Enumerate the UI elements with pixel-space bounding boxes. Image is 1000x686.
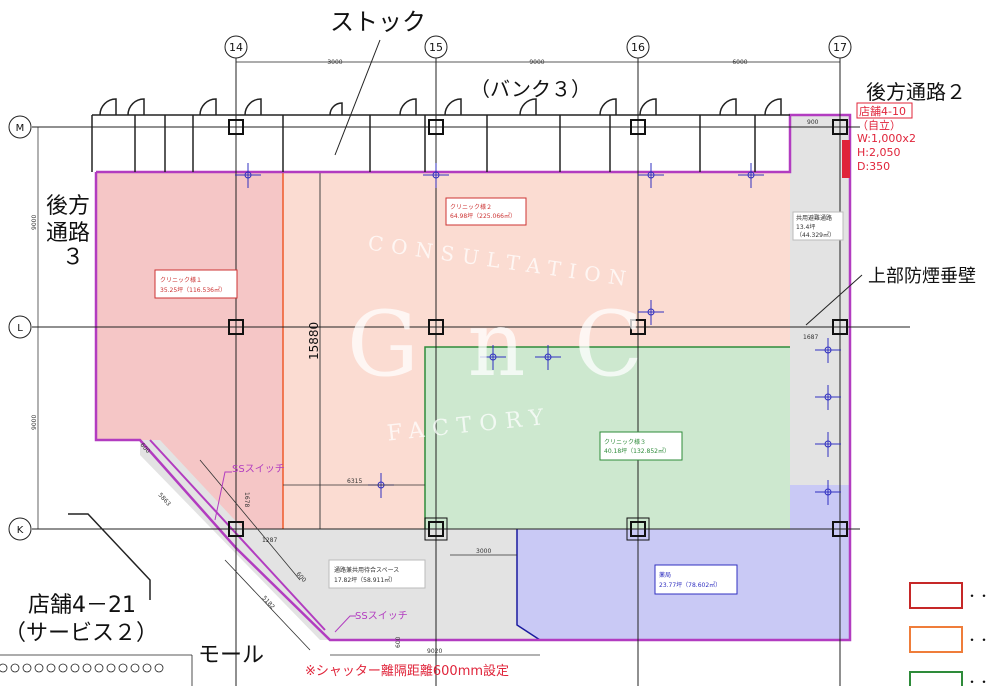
legend-item-red: ・・ (909, 582, 990, 609)
room-label-clinic-1[interactable]: クリニック様１ 35.25坪（116.536㎡） (154, 269, 238, 299)
svg-text:店舗4－21: 店舗4－21 (28, 593, 136, 618)
room-evacuation-passage-area[interactable] (790, 115, 850, 485)
svg-text:（サービス２）: （サービス２） (4, 621, 158, 646)
stock-leader-line (334, 39, 381, 156)
room-clinic-2-area[interactable] (283, 172, 790, 529)
svg-text:通路兼共用待合スペース: 通路兼共用待合スペース (334, 566, 399, 574)
legend-item-orange: ・・ (909, 626, 990, 653)
room-pharmacy-area[interactable] (517, 485, 850, 640)
label-mall: モール (198, 643, 264, 668)
room-label-clinic-2[interactable]: クリニック様２ 64.98坪（225.066㎡） (445, 197, 527, 226)
store-4-10-annotation: 店舗4-10 （自立） W:1,000x2 H:2,050 D:350 (842, 102, 916, 178)
dim-9000-top: 9000 (529, 59, 544, 66)
clinic3-border (424, 346, 790, 529)
svg-text:薬局: 薬局 (659, 571, 671, 579)
room-label-clinic-3[interactable]: クリニック様３ 40.18坪（132.852㎡） (599, 431, 683, 461)
dim-6315: 6315 (347, 478, 362, 485)
svg-text:64.98坪（225.066㎡）: 64.98坪（225.066㎡） (450, 212, 516, 220)
dim-6000-top: 6000 (732, 59, 747, 66)
adjacent-grid-bubbles (0, 513, 193, 686)
svg-text:クリニック様３: クリニック様３ (604, 438, 646, 446)
grid-bubble-K: K (8, 517, 32, 541)
dim-line-5863 (199, 459, 301, 581)
svg-text:・・: ・・ (966, 675, 990, 686)
svg-text:23.77坪（78.602㎡）: 23.77坪（78.602㎡） (659, 581, 721, 589)
svg-text:W:1,000x2: W:1,000x2 (857, 132, 916, 145)
room-label-common-waiting[interactable]: 通路兼共用待合スペース 17.82坪（58.911㎡） (328, 559, 426, 589)
svg-text:17.82坪（58.911㎡）: 17.82坪（58.911㎡） (334, 576, 396, 584)
shutter-note: ※シャッター離隔距離600mm設定 (305, 663, 509, 679)
grid-lines (32, 58, 910, 686)
diagonal-corridor (140, 440, 330, 640)
tenant-outline (94, 113, 852, 642)
dim-1287: 1287 (262, 537, 277, 544)
grid-bubble-L: L (8, 315, 32, 339)
svg-text:３: ３ (62, 245, 84, 270)
svg-text:M: M (16, 123, 25, 134)
svg-text:15: 15 (429, 41, 443, 54)
svg-text:通路: 通路 (46, 221, 90, 246)
ss-switch-label-1: SSスイッチ (214, 463, 285, 521)
label-rear-passage-2: 後方通路２ (866, 80, 966, 104)
dim-left-upper: 9000 (31, 215, 38, 230)
dim-5182: 5182 (261, 595, 277, 611)
dim-left-lower: 9000 (31, 415, 38, 430)
svg-text:G n C: G n C (347, 292, 653, 397)
dim-3000: 3000 (476, 548, 491, 555)
svg-text:13.4坪: 13.4坪 (796, 223, 815, 231)
svg-text:35.25坪（116.536㎡）: 35.25坪（116.536㎡） (160, 286, 226, 294)
dim-600-c: 600 (395, 636, 402, 648)
room-label-evacuation-passage[interactable]: 共用避難通路 13.4坪 （44.329㎡） (792, 211, 844, 241)
svg-text:14: 14 (229, 41, 243, 54)
room-label-pharmacy[interactable]: 薬局 23.77坪（78.602㎡） (654, 564, 738, 595)
svg-text:共用避難通路: 共用避難通路 (796, 214, 832, 222)
svg-text:・・: ・・ (966, 633, 990, 647)
svg-text:SSスイッチ: SSスイッチ (355, 610, 408, 622)
dim-3000-top: 3000 (327, 59, 342, 66)
stock-rooms (91, 98, 790, 172)
dim-5863: 5863 (157, 492, 173, 508)
svg-text:K: K (17, 525, 24, 536)
ss-switch-label-2: SSスイッチ (334, 610, 408, 633)
svg-text:店舗4-10: 店舗4-10 (859, 104, 906, 118)
svg-text:後方: 後方 (46, 194, 90, 219)
svg-text:（44.329㎡）: （44.329㎡） (796, 231, 835, 239)
dim-900: 900 (807, 119, 819, 126)
grid-bubble-14: 14 (224, 35, 248, 59)
svg-text:上部防煙垂壁: 上部防煙垂壁 (868, 266, 976, 287)
pharmacy-border (516, 529, 541, 641)
svg-text:D:350: D:350 (857, 160, 890, 173)
label-stock: ストック (330, 8, 426, 36)
grid-bubble-M: M (8, 115, 32, 139)
svg-text:L: L (17, 323, 23, 334)
svg-text:H:2,050: H:2,050 (857, 146, 900, 159)
label-store-4-21: 店舗4－21 （サービス２） (4, 593, 158, 646)
grid-bubble-16: 16 (626, 35, 650, 59)
dim-line-5182 (224, 559, 311, 651)
svg-text:17: 17 (833, 41, 847, 54)
svg-text:SSスイッチ: SSスイッチ (232, 463, 285, 475)
label-upper-smoke-wall: 上部防煙垂壁 (805, 266, 976, 326)
svg-text:16: 16 (631, 41, 645, 54)
grid-bubble-15: 15 (424, 35, 448, 59)
grid-bubble-17: 17 (828, 35, 852, 59)
svg-text:クリニック様１: クリニック様１ (160, 276, 202, 284)
dim-1687: 1687 (803, 334, 818, 341)
legend-item-green: ・・ (909, 671, 990, 686)
svg-text:クリニック様２: クリニック様２ (450, 203, 492, 211)
svg-text:（自立）: （自立） (857, 118, 901, 132)
structural-columns (228, 119, 848, 541)
dim-15880: 15880 (307, 322, 321, 360)
svg-text:・・: ・・ (966, 589, 990, 603)
dim-1678: 1678 (243, 492, 250, 507)
label-bank3: （バンク３） (470, 77, 591, 101)
dim-9020: 9020 (427, 648, 442, 655)
label-rear-passage-3: 後方 通路 ３ (46, 194, 90, 270)
svg-text:40.18坪（132.852㎡）: 40.18坪（132.852㎡） (604, 447, 670, 455)
